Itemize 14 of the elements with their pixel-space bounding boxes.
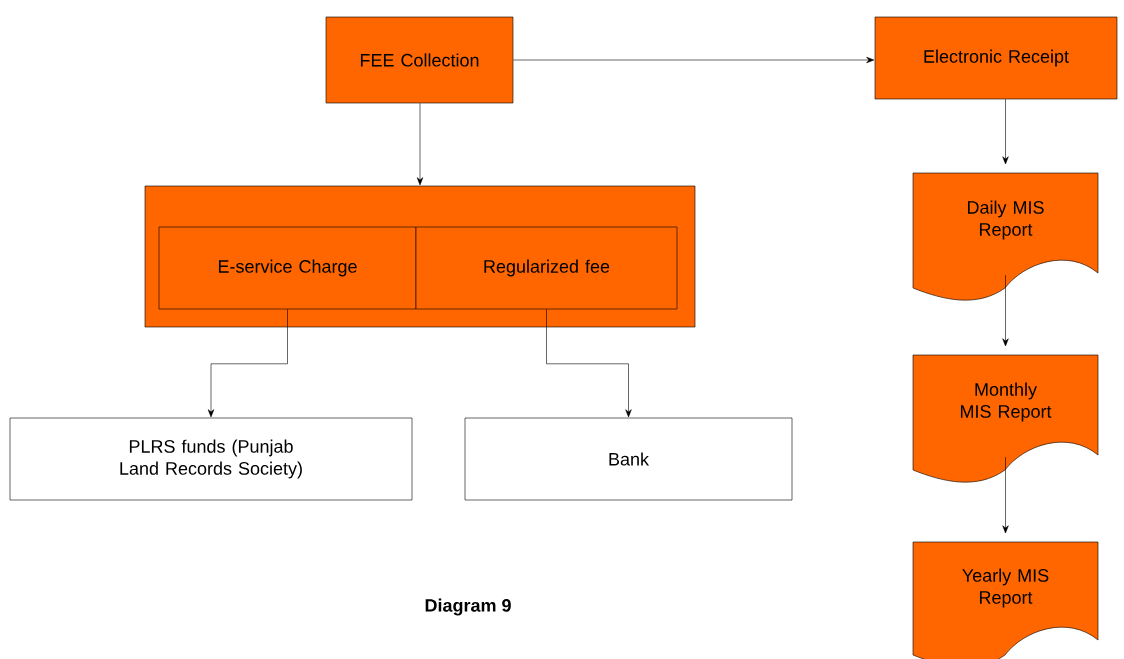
arrow: [1002, 456, 1009, 534]
process-box: E-service Charge: [158, 226, 417, 310]
arrow: [546, 309, 632, 418]
process-box: Regularized fee: [415, 226, 678, 310]
caption: Diagram 9: [425, 598, 511, 616]
process-box: FEE Collection: [325, 16, 514, 104]
destination-box: PLRS funds (Punjab Land Records Society): [9, 417, 413, 501]
arrow: [1002, 99, 1009, 165]
destination-box: Bank: [464, 417, 793, 501]
process-box: Electronic Receipt: [874, 16, 1118, 100]
arrow: [513, 56, 875, 64]
arrow: [1002, 274, 1009, 347]
arrow: [207, 309, 288, 418]
arrow: [416, 103, 424, 186]
